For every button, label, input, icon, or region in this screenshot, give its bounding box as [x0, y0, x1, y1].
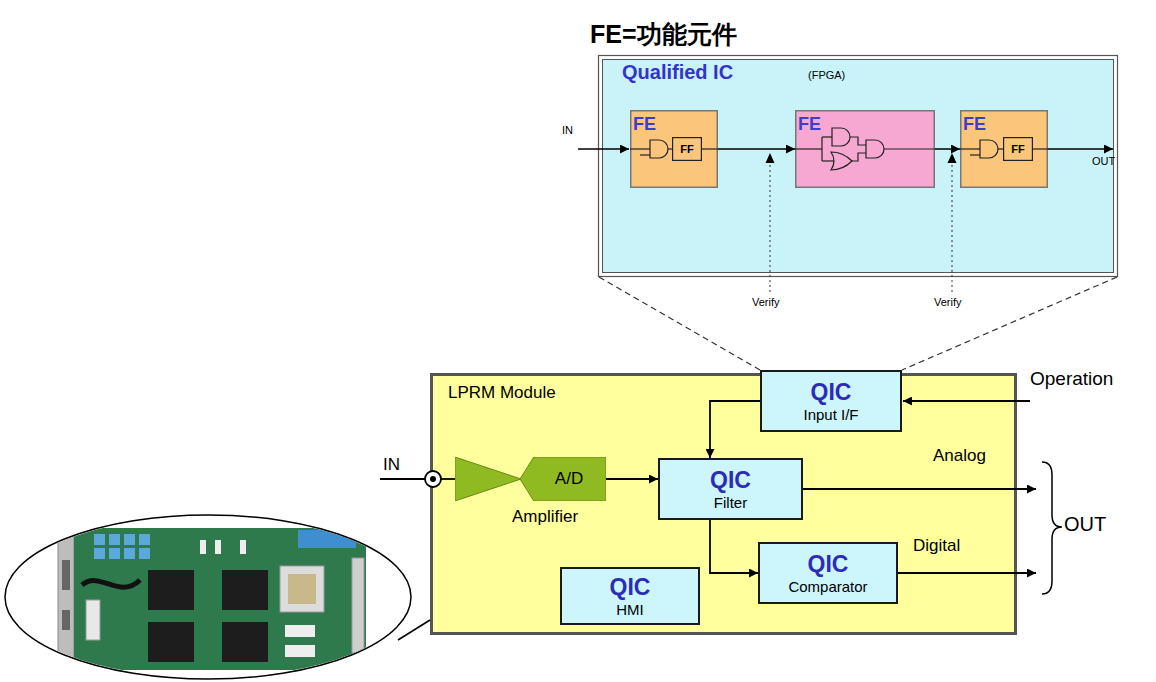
box-outline — [759, 543, 897, 603]
function-element: FE FF — [960, 110, 1048, 188]
node-heading: QIC — [811, 379, 852, 406]
amplifier-symbol-shape — [455, 457, 521, 501]
function-element-fill — [961, 111, 1048, 188]
box-outline — [761, 371, 901, 431]
node-heading: Amplifier — [512, 507, 578, 527]
box-outline — [631, 111, 718, 188]
verify-leader — [952, 162, 953, 292]
digital-output-wire — [898, 572, 1036, 574]
signal-name: OUT — [1064, 513, 1106, 536]
connector — [710, 401, 760, 458]
flip-flop-box-fill — [1004, 138, 1033, 161]
logic-gates — [630, 140, 718, 158]
verify-leader — [770, 162, 771, 292]
qic-block-fill — [761, 371, 901, 431]
node-heading: Qualified IC — [622, 61, 733, 84]
qualified-ic-frame-fill — [599, 56, 1118, 277]
input-connector-pin — [430, 476, 436, 482]
node-heading: QIC — [610, 574, 651, 601]
box-outline — [796, 111, 935, 188]
qic-block-fill — [759, 543, 897, 603]
node-heading: FE — [633, 114, 656, 135]
frame-outer — [599, 56, 1118, 277]
output-wire — [1048, 148, 1113, 150]
signal-name: OUT — [1092, 155, 1115, 167]
node-heading: FF — [680, 143, 693, 155]
connector — [599, 277, 760, 370]
node-heading: FE — [798, 114, 821, 135]
ad-converter-symbol-shape — [520, 457, 606, 501]
amplifier-symbol: Amplifier — [455, 457, 521, 501]
function-element: FE — [795, 110, 935, 188]
box-outline — [673, 138, 702, 161]
node-subtitle: HMI — [616, 601, 644, 618]
qic-block: QICComparator — [758, 542, 898, 604]
output-brace — [1042, 462, 1062, 594]
box-outline — [561, 568, 699, 624]
node-heading: QIC — [710, 467, 751, 494]
signal-name: Operation — [1030, 368, 1113, 390]
qic-block-fill — [561, 568, 699, 624]
input-connector — [425, 471, 441, 487]
circuit-board-photo — [58, 522, 366, 672]
signal-name: Digital — [913, 536, 960, 556]
ad-converter-symbol: A/D — [520, 457, 606, 501]
input-wire — [380, 478, 425, 480]
connector — [606, 478, 658, 480]
frame-inner — [603, 60, 1114, 273]
amplifier-symbol-outline — [455, 457, 521, 501]
verify-arrowhead — [766, 153, 775, 163]
signal-name: Analog — [933, 446, 986, 466]
operation-wire — [903, 400, 1030, 402]
diagram-title: FE=功能元件 — [590, 18, 737, 51]
qic-block-fill — [659, 459, 802, 519]
logic-gates — [795, 128, 935, 170]
box-outline — [961, 111, 1048, 188]
lprm-module-frame-fill — [432, 375, 1016, 634]
function-element: FE FF — [630, 110, 718, 188]
function-element-fill — [796, 111, 935, 188]
verify-note: Verify — [752, 296, 780, 308]
qic-block: QICFilter — [658, 458, 803, 520]
input-wire — [578, 148, 629, 150]
input-wire — [441, 478, 455, 480]
qic-block: QICInput I/F — [760, 370, 902, 432]
connector — [710, 520, 758, 573]
node-heading: A/D — [555, 469, 583, 489]
verify-note: Verify — [934, 296, 962, 308]
qualified-ic-frame: Qualified IC (FPGA) FE FF FE FE FF — [598, 55, 1118, 277]
lprm-module-frame: LPRM ModuleQICInput I/FAmplifierA/DQICFi… — [430, 373, 1017, 635]
node-subtitle: Filter — [714, 494, 747, 511]
node-heading: FF — [1011, 143, 1024, 155]
analog-output-wire — [803, 488, 1036, 490]
connector — [902, 277, 1117, 370]
node-heading: FE — [963, 114, 986, 135]
connector — [935, 148, 960, 150]
flip-flop-box: FF — [672, 137, 702, 161]
box-outline — [659, 459, 802, 519]
signal-name: IN — [562, 124, 573, 136]
box-outline — [432, 375, 1016, 634]
verify-arrowhead — [948, 153, 957, 163]
flip-flop-box: FF — [1003, 137, 1033, 161]
node-subtitle: (FPGA) — [808, 69, 845, 81]
signal-name: IN — [383, 455, 400, 475]
photo-frame — [5, 515, 411, 679]
logic-gates — [960, 140, 1048, 158]
flip-flop-box-fill — [673, 138, 702, 161]
node-subtitle: Comparator — [788, 578, 867, 595]
node-heading: LPRM Module — [448, 383, 556, 403]
connector — [718, 148, 795, 150]
node-heading: QIC — [808, 551, 849, 578]
node-subtitle: Input I/F — [803, 406, 858, 423]
function-element-fill — [631, 111, 718, 188]
qic-block: QICHMI — [560, 567, 700, 625]
photo-leader — [398, 620, 430, 640]
box-outline — [1004, 138, 1033, 161]
